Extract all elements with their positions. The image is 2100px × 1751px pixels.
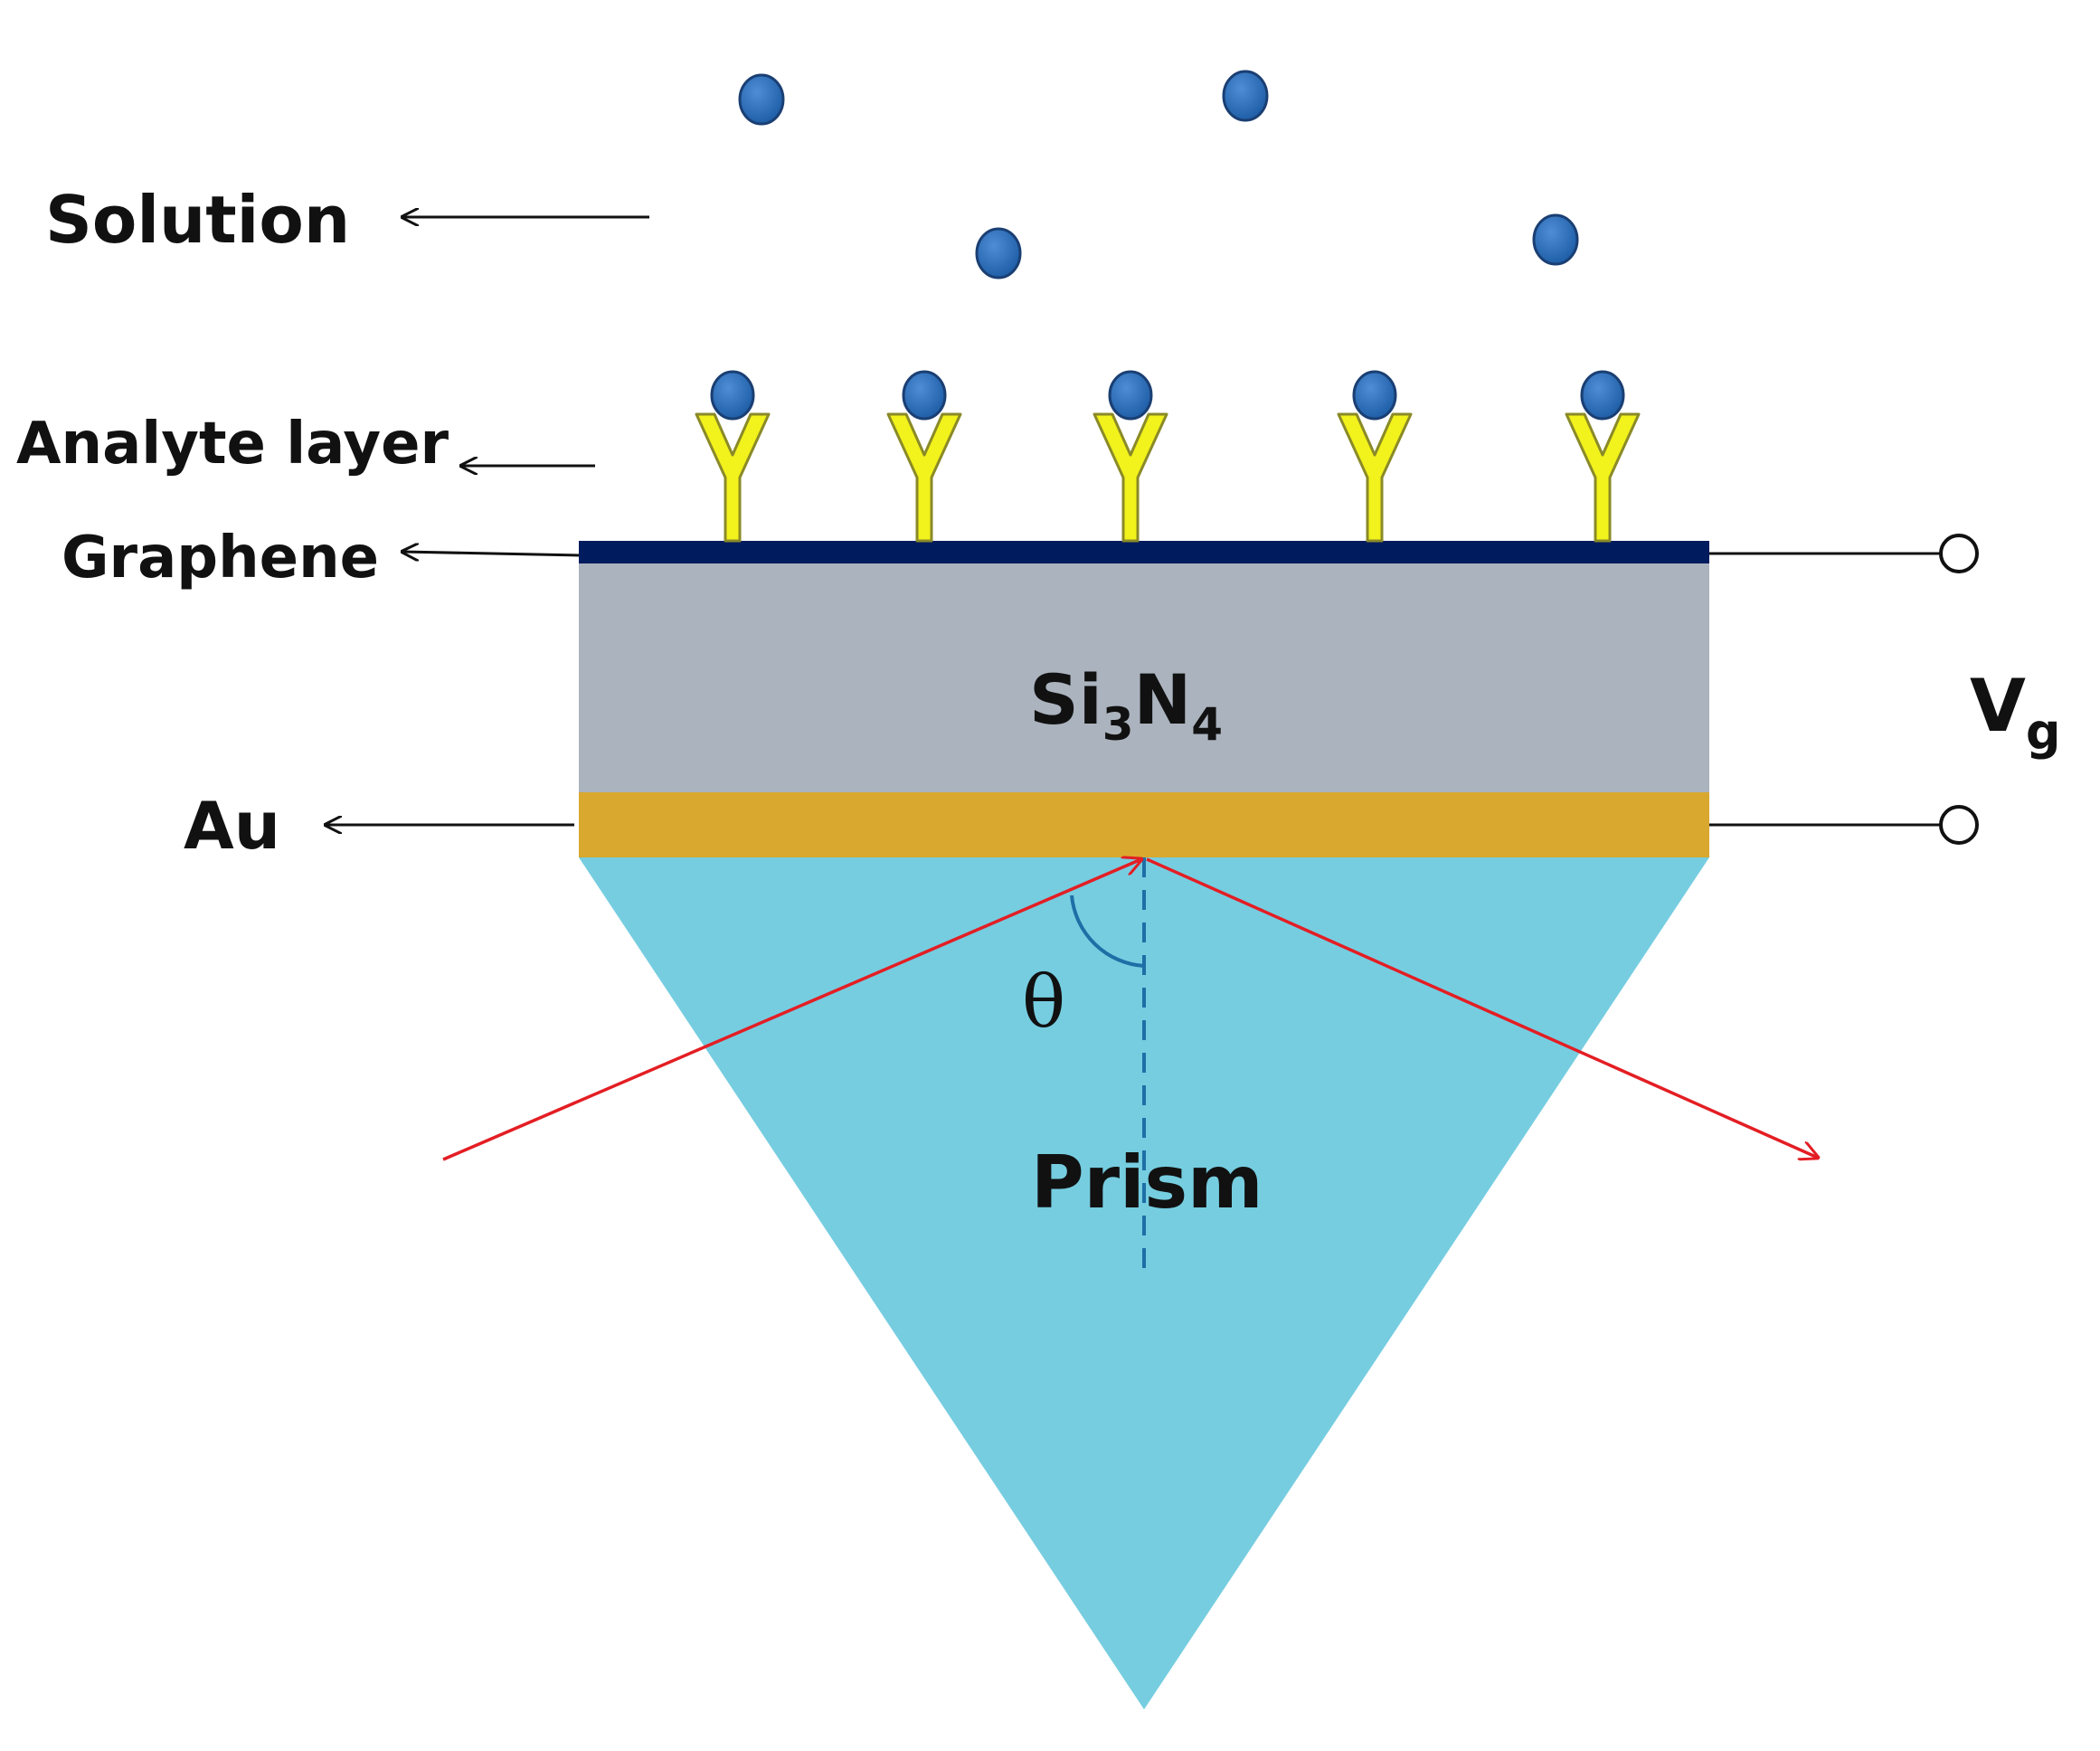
label-prism: Prism [1031,1141,1263,1225]
antibody-row [695,412,1641,543]
si3n4-layer [579,563,1709,792]
blue-sphere-icon [975,227,1022,279]
blue-sphere-icon [710,370,755,421]
label-vg: Vg [1970,664,2061,761]
label-solution: Solution [45,182,350,258]
blue-sphere-icon [1222,70,1269,122]
reflected-ray [1146,857,1818,1158]
angle-arc [1070,894,1145,968]
label-theta: θ [1022,960,1065,1044]
label-graphene: Graphene [61,525,379,592]
blue-sphere-icon [1108,370,1153,421]
blue-sphere-icon [1352,370,1397,421]
y-shaped-antibody-icon [1093,412,1168,543]
blue-sphere-icon [902,370,947,421]
prism [579,857,1709,1709]
gold-layer [579,792,1709,857]
open-circle-terminal-icon [1939,534,1979,573]
graphene-arrow [402,552,580,555]
y-shaped-antibody-icon [695,412,771,543]
y-shaped-antibody-icon [1337,412,1413,543]
y-shaped-antibody-icon [1565,412,1641,543]
open-circle-terminal-icon [1939,805,1979,845]
y-shaped-antibody-icon [886,412,962,543]
label-analyte-layer: Analyte layer [16,411,449,478]
blue-sphere-icon [1532,213,1579,266]
blue-sphere-icon [738,73,785,126]
incident-ray [442,859,1141,1161]
label-si3n4: Si3N4 [1029,659,1223,751]
label-au: Au [184,788,280,864]
blue-sphere-icon [1580,370,1625,421]
bound-analytes [710,370,1625,421]
free-analytes [738,70,1579,279]
graphene-layer [579,541,1709,563]
